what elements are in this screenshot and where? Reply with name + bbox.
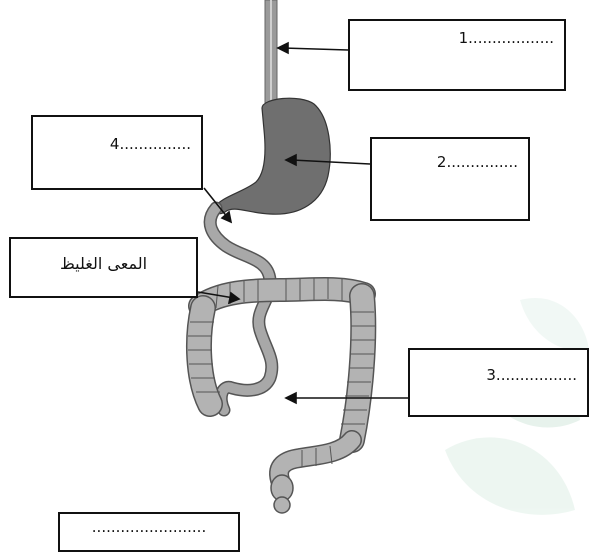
label-box-1[interactable]: 1.................. [348,19,566,91]
large-intestine [188,277,375,513]
arrow-1 [283,48,348,50]
label-text-1: 1.................. [459,29,554,47]
label-text-2: 2............... [437,153,518,171]
label-box-3[interactable]: 3................. [408,348,589,417]
label-box-4[interactable]: 4............... [31,115,203,190]
label-box-2[interactable]: 2............... [370,137,530,221]
label-text-bottom: ........................ [92,518,206,536]
pointer-arrows [198,43,408,403]
label-text-4: 4............... [110,135,191,153]
label-box-bottom[interactable]: ........................ [58,512,240,552]
label-box-large-intestine: المعى الغليظ [9,237,198,298]
stomach [214,98,330,214]
label-text-3: 3................. [486,366,577,384]
label-text-large-intestine: المعى الغليظ [60,254,147,273]
